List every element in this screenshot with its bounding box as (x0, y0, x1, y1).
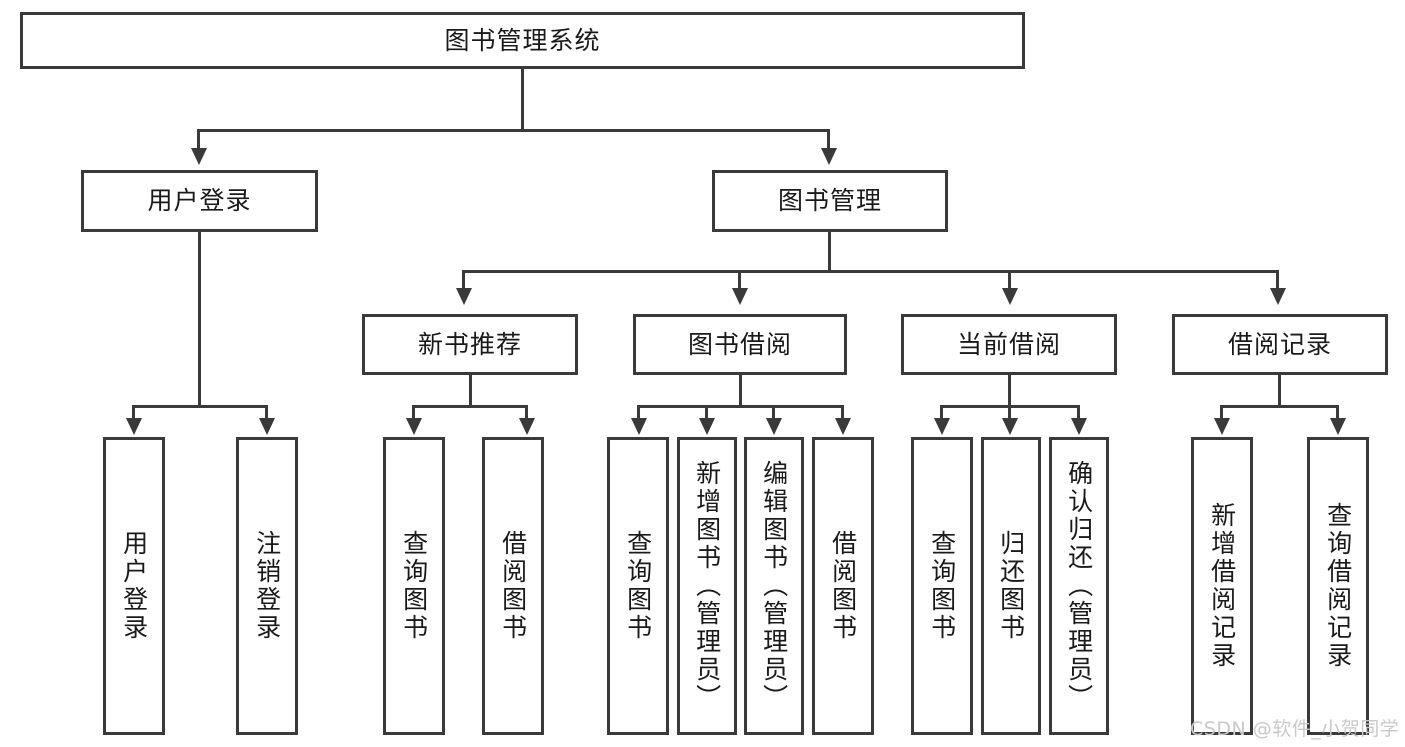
edge-book-borrow-drop-4 (841, 405, 844, 421)
node-leaf-borrow-query-label: 查询图书 (623, 530, 653, 642)
node-leaf-user-logout-label: 注销登录 (252, 530, 282, 642)
node-book-borrow-label: 图书借阅 (687, 329, 792, 359)
edge-book-manage-drop-2 (738, 270, 741, 290)
edge-book-manage-bar (462, 270, 1279, 273)
edge-book-manage-drop-4 (1276, 270, 1279, 290)
arrowhead-leaf-borrow-edit (766, 418, 782, 435)
node-leaf-cur-return-label: 归还图书 (996, 530, 1026, 642)
edge-user-login-stem (198, 232, 201, 407)
arrowhead-leaf-rec-query (406, 418, 422, 435)
node-leaf-user-logout[interactable]: 注销登录 (236, 437, 298, 735)
edge-borrow-record-drop-2 (1336, 405, 1339, 421)
node-leaf-borrow-lend[interactable]: 借阅图书 (812, 437, 874, 735)
arrowhead-leaf-user-logout (259, 418, 275, 435)
node-leaf-cur-return[interactable]: 归还图书 (981, 437, 1041, 735)
node-leaf-rec-borrow[interactable]: 借阅图书 (482, 437, 544, 735)
arrowhead-leaf-rec-search (1330, 418, 1346, 435)
edge-book-manage-stem (828, 232, 831, 272)
node-leaf-borrow-query[interactable]: 查询图书 (607, 437, 669, 735)
node-leaf-borrow-edit[interactable]: 编辑图书（管理员） (744, 437, 804, 735)
edge-root-stem (521, 69, 524, 131)
node-leaf-cur-query-label: 查询图书 (927, 530, 957, 642)
node-leaf-cur-confirm[interactable]: 确认归还（管理员） (1049, 437, 1109, 735)
arrowhead-leaf-cur-query (934, 418, 950, 435)
edge-current-borrow-drop-1 (940, 405, 943, 421)
edge-current-borrow-drop-3 (1077, 405, 1080, 421)
edge-borrow-record-bar (1220, 405, 1338, 408)
edge-root-bar (197, 129, 829, 132)
node-leaf-borrow-lend-label: 借阅图书 (828, 530, 858, 642)
edge-root-to-user-login (197, 129, 200, 151)
edge-book-manage-drop-3 (1008, 270, 1011, 290)
node-leaf-cur-confirm-label: 确认归还（管理员） (1064, 460, 1094, 712)
edge-book-borrow-drop-2 (705, 405, 708, 421)
edge-new-book-rec-bar (412, 405, 528, 408)
arrowhead-leaf-rec-borrow (519, 418, 535, 435)
node-book-borrow[interactable]: 图书借阅 (633, 314, 847, 375)
edge-book-borrow-stem (739, 375, 742, 407)
node-leaf-user-login-label: 用户登录 (119, 530, 149, 642)
node-leaf-rec-borrow-label: 借阅图书 (498, 530, 528, 642)
edge-book-borrow-drop-1 (637, 405, 640, 421)
arrowhead-new-book-rec (456, 288, 472, 305)
node-root[interactable]: 图书管理系统 (20, 12, 1025, 69)
edge-book-manage-drop-1 (462, 270, 465, 290)
edge-user-login-drop-1 (132, 405, 135, 421)
arrowhead-leaf-borrow-add (699, 418, 715, 435)
edge-user-login-bar (132, 405, 268, 408)
node-current-borrow[interactable]: 当前借阅 (901, 314, 1117, 375)
node-leaf-rec-query-label: 查询图书 (399, 530, 429, 642)
edge-book-borrow-bar (637, 405, 844, 408)
node-current-borrow-label: 当前借阅 (956, 329, 1061, 359)
arrowhead-leaf-borrow-lend (835, 418, 851, 435)
arrowhead-leaf-rec-add (1214, 418, 1230, 435)
edge-new-book-rec-drop-1 (412, 405, 415, 421)
arrowhead-current-borrow (1002, 288, 1018, 305)
edge-new-book-rec-stem (469, 375, 472, 407)
arrowhead-user-login (191, 148, 207, 165)
node-book-manage-label: 图书管理 (777, 186, 882, 215)
node-leaf-user-login[interactable]: 用户登录 (103, 437, 165, 735)
arrowhead-borrow-record (1270, 288, 1286, 305)
node-book-manage[interactable]: 图书管理 (712, 170, 948, 232)
node-leaf-rec-search-label: 查询借阅记录 (1323, 502, 1353, 670)
node-user-login[interactable]: 用户登录 (81, 170, 318, 232)
arrowhead-book-manage (821, 148, 837, 165)
node-leaf-rec-search[interactable]: 查询借阅记录 (1307, 437, 1369, 735)
node-new-book-rec[interactable]: 新书推荐 (362, 314, 578, 375)
node-user-login-label: 用户登录 (147, 186, 252, 215)
edge-borrow-record-drop-1 (1220, 405, 1223, 421)
node-leaf-rec-add[interactable]: 新增借阅记录 (1191, 437, 1253, 735)
node-leaf-borrow-add-label: 新增图书（管理员） (692, 460, 722, 712)
node-leaf-cur-query[interactable]: 查询图书 (911, 437, 973, 735)
edge-user-login-drop-2 (265, 405, 268, 421)
node-leaf-borrow-edit-label: 编辑图书（管理员） (759, 460, 789, 712)
node-borrow-record[interactable]: 借阅记录 (1172, 314, 1388, 375)
arrowhead-leaf-cur-return (1002, 418, 1018, 435)
edge-root-to-book-manage (827, 129, 830, 151)
arrowhead-book-borrow (732, 288, 748, 305)
node-root-label: 图书管理系统 (444, 25, 601, 55)
edge-borrow-record-stem (1278, 375, 1281, 407)
arrowhead-leaf-borrow-query (631, 418, 647, 435)
node-leaf-borrow-add[interactable]: 新增图书（管理员） (677, 437, 737, 735)
node-borrow-record-label: 借阅记录 (1227, 329, 1332, 359)
edge-current-borrow-drop-2 (1008, 405, 1011, 421)
node-leaf-rec-query[interactable]: 查询图书 (383, 437, 445, 735)
arrowhead-leaf-user-login (126, 418, 142, 435)
edge-new-book-rec-drop-2 (525, 405, 528, 421)
arrowhead-leaf-cur-confirm (1071, 418, 1087, 435)
edge-book-borrow-drop-3 (772, 405, 775, 421)
csdn-watermark: CSDN @软件_小贺同学 (1190, 718, 1400, 740)
edge-current-borrow-stem (1008, 375, 1011, 407)
node-new-book-rec-label: 新书推荐 (417, 329, 522, 359)
node-leaf-rec-add-label: 新增借阅记录 (1207, 502, 1237, 670)
